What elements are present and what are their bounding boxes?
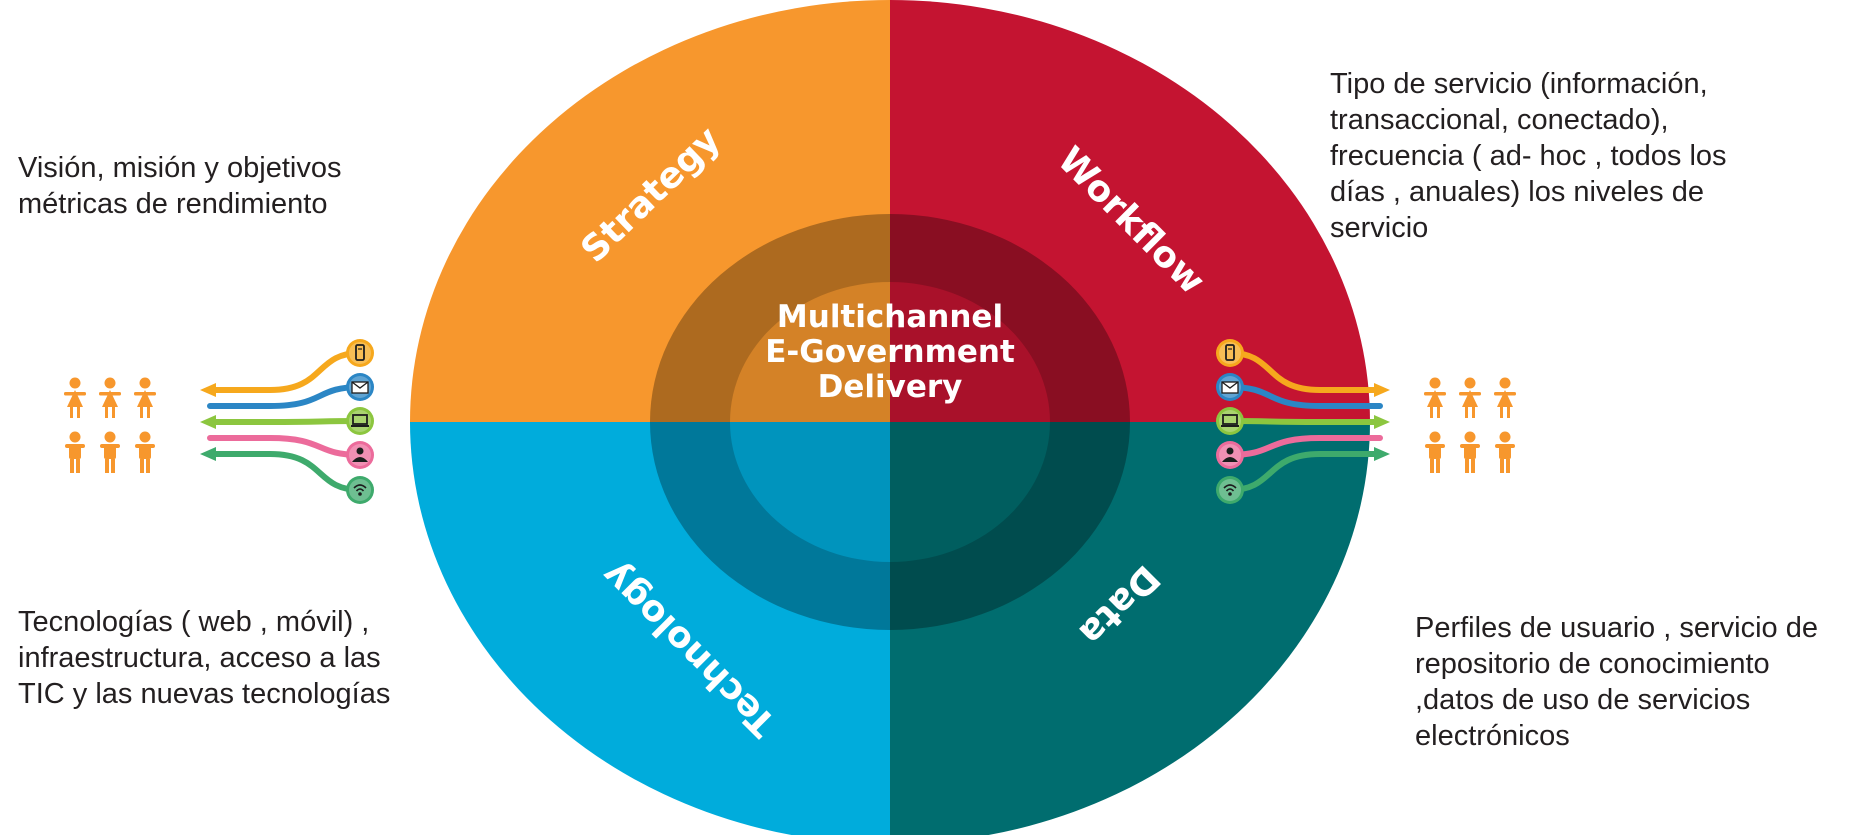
person-male-icon bbox=[1460, 431, 1480, 473]
channel-line bbox=[207, 350, 363, 393]
person-female-icon bbox=[134, 377, 156, 418]
person-female-icon bbox=[1459, 377, 1481, 418]
channel-arrow bbox=[200, 447, 216, 461]
laptop-icon bbox=[346, 407, 374, 435]
note-data: Perfiles de usuario , servicio de reposi… bbox=[1415, 612, 1818, 752]
person-male-icon bbox=[135, 431, 155, 473]
channel-arrow bbox=[1374, 415, 1390, 429]
person-female-icon bbox=[64, 377, 86, 418]
note-technology: Tecnologías ( web , móvil) , infraestruc… bbox=[18, 606, 391, 710]
person-contact-icon bbox=[346, 441, 374, 469]
channels-right bbox=[1216, 339, 1516, 504]
person-male-icon bbox=[1495, 431, 1515, 473]
channel-line bbox=[207, 418, 363, 425]
person-contact-icon bbox=[1216, 441, 1244, 469]
channel-arrow bbox=[1374, 447, 1390, 461]
person-female-icon bbox=[1424, 377, 1446, 418]
person-male-icon bbox=[1425, 431, 1445, 473]
mobile-phone-icon bbox=[1216, 339, 1244, 367]
inner-segment-technology bbox=[730, 422, 890, 562]
center-label-line-1: Multichannel bbox=[777, 299, 1003, 335]
mail-icon bbox=[346, 373, 374, 401]
note-strategy: Visión, misión y objetivos métricas de r… bbox=[18, 152, 342, 220]
center-label-line-3: Delivery bbox=[818, 369, 963, 405]
person-female-icon bbox=[1494, 377, 1516, 418]
inner-segment-strategy bbox=[730, 282, 890, 422]
channel-line bbox=[207, 384, 363, 409]
inner-segment-data bbox=[890, 422, 1050, 562]
note-workflow: Tipo de servicio (información, transacci… bbox=[1330, 68, 1727, 244]
person-male-icon bbox=[100, 431, 120, 473]
center-label-line-2: E-Government bbox=[765, 334, 1015, 370]
channel-arrow bbox=[200, 415, 216, 429]
channels-left bbox=[64, 339, 374, 504]
mail-icon bbox=[1216, 373, 1244, 401]
wifi-icon bbox=[1216, 476, 1244, 504]
person-male-icon bbox=[65, 431, 85, 473]
inner-segment-workflow bbox=[890, 282, 1050, 422]
mobile-phone-icon bbox=[346, 339, 374, 367]
channel-arrow bbox=[200, 383, 216, 397]
person-female-icon bbox=[99, 377, 121, 418]
channel-line bbox=[1227, 451, 1383, 493]
channel-line bbox=[1227, 418, 1383, 425]
channel-line bbox=[207, 451, 363, 493]
wifi-icon bbox=[346, 476, 374, 504]
channel-line bbox=[1227, 384, 1383, 409]
channel-line bbox=[1227, 350, 1383, 393]
channel-arrow bbox=[1374, 383, 1390, 397]
laptop-icon bbox=[1216, 407, 1244, 435]
